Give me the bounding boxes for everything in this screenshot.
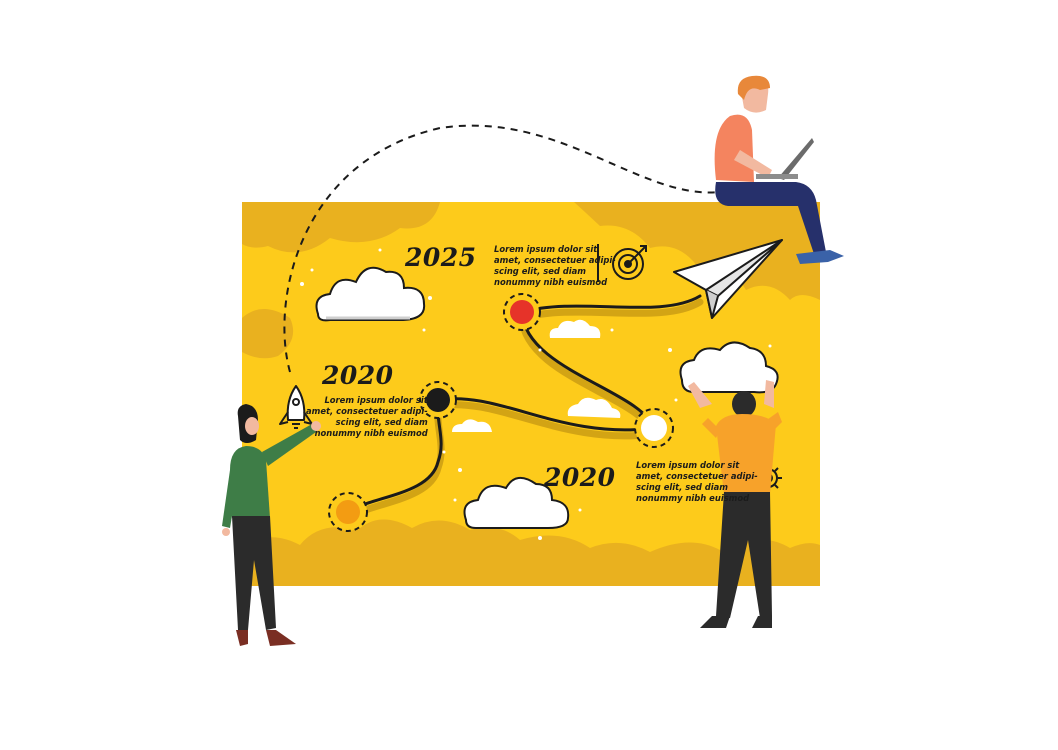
milestone-node-white xyxy=(634,408,674,448)
man-holding-cloud xyxy=(688,380,782,628)
target-icon xyxy=(597,244,647,282)
milestone-year-2020-right: 2020 xyxy=(544,463,616,492)
milestone-note-2020-right: Lorem ipsum dolor sit amet, consectetuer… xyxy=(636,460,758,504)
note-line: Lorem ipsum dolor sit xyxy=(636,460,740,470)
woman-pointing xyxy=(222,404,321,646)
small-clouds xyxy=(452,319,621,432)
cloud-center-bottom xyxy=(463,477,570,529)
note-line: scing elit, sed diam xyxy=(636,482,729,492)
note-line: amet, consectetuer adipi- xyxy=(306,406,428,416)
note-line: amet, consectetuer adipi- xyxy=(636,471,758,481)
milestone-node-red xyxy=(503,293,541,331)
milestone-note-2020-left: Lorem ipsum dolor sit amet, consectetuer… xyxy=(306,395,428,439)
note-line: amet, consectetuer adipi- xyxy=(494,255,616,265)
rocket-icon xyxy=(279,385,313,429)
milestone-year-2020-left: 2020 xyxy=(322,361,394,390)
cloud-left xyxy=(315,266,426,322)
dashed-flight-path xyxy=(283,124,721,373)
note-line: Lorem ipsum dolor sit xyxy=(324,395,428,405)
milestone-note-2025: Lorem ipsum dolor sit amet, consectetuer… xyxy=(494,244,616,288)
note-line: scing elit, sed diam xyxy=(494,266,587,276)
paper-plane-icon xyxy=(673,239,783,319)
man-with-laptop xyxy=(714,75,844,264)
note-line: scing elit, sed diam xyxy=(335,417,428,427)
milestone-node-orange xyxy=(328,492,368,532)
note-line: nonummy nibh euismod xyxy=(636,493,750,503)
note-line: nonummy nibh euismod xyxy=(494,277,608,287)
note-line: Lorem ipsum dolor sit xyxy=(494,244,598,254)
cloud-held xyxy=(679,341,779,394)
sparkle-dots xyxy=(300,248,772,540)
milestone-node-black xyxy=(419,381,457,419)
road-path xyxy=(344,294,704,522)
note-line: nonummy nibh euismod xyxy=(314,428,428,438)
milestone-year-2025: 2025 xyxy=(405,243,477,272)
